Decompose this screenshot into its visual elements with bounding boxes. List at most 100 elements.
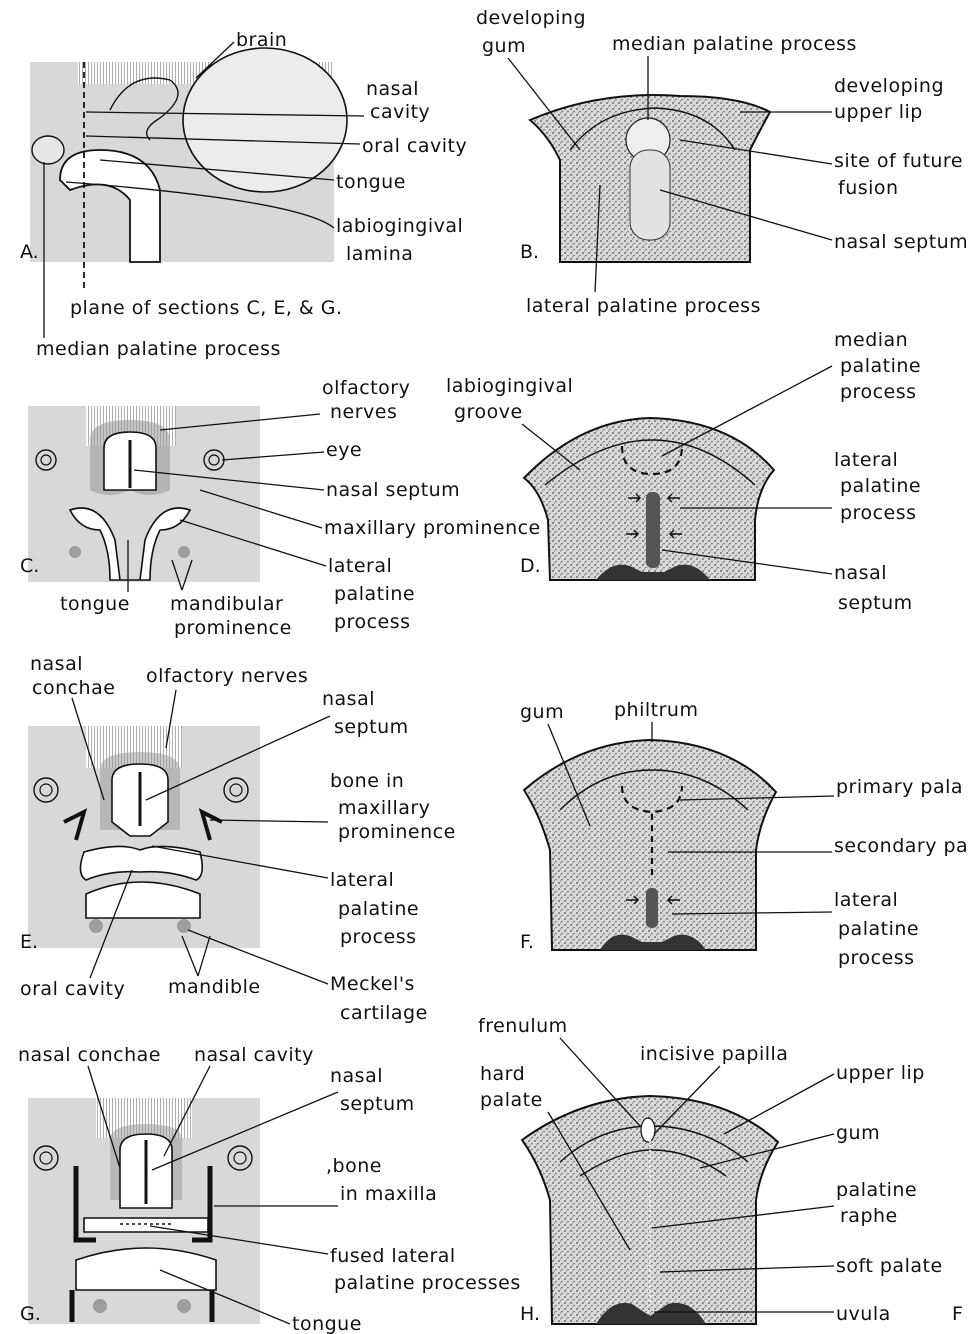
meckel-left [89, 919, 103, 933]
label-f-lateral-1: lateral [834, 889, 898, 911]
label-developing-gum-1: developing [476, 7, 586, 29]
oral-cavity-shape [76, 1248, 216, 1290]
label-d-lateral-2: palatine [840, 475, 921, 497]
label-primary: primary pala [836, 776, 963, 798]
label-b-median-palatine: median palatine process [612, 33, 857, 55]
label-e-olfactory: olfactory nerves [146, 665, 308, 687]
label-d-median-1: median [834, 329, 908, 351]
leader-median [662, 366, 832, 456]
label-labiogingival-1: labiogingival [336, 215, 463, 237]
label-mandibular-1: mandibular [170, 593, 283, 615]
panel-b: B. developing gum median palatine proces… [476, 7, 968, 317]
label-bone-1: bone in [330, 770, 404, 792]
label-fused-2: palatine processes [334, 1272, 521, 1294]
label-e-lateral-2: palatine [338, 898, 419, 920]
label-eye: eye [326, 439, 362, 461]
label-upper-lip-1: developing [834, 75, 944, 97]
label-tongue: tongue [336, 171, 406, 193]
label-nasal-cavity-2: cavity [370, 101, 430, 123]
label-upper-lip: upper lip [836, 1062, 925, 1084]
panel-e: E. nasal conchae olfactory nerves nasal … [20, 653, 456, 1024]
label-g-septum-2: septum [340, 1093, 415, 1115]
label-upper-lip-2: upper lip [834, 101, 923, 123]
label-maxillary: maxillary prominence [324, 517, 541, 539]
panel-letter: G. [20, 1303, 41, 1325]
label-e-oral-cavity: oral cavity [20, 978, 125, 1000]
label-frenulum: frenulum [478, 1015, 568, 1037]
panel-letter: B. [520, 241, 539, 263]
label-e-lateral-3: process [340, 926, 417, 948]
label-f-gum: gum [520, 701, 564, 723]
label-hard-1: hard [480, 1063, 525, 1085]
panel-letter: H. [520, 1303, 540, 1325]
panel-g: G. nasal conchae nasal cavity nasal sept… [18, 1044, 521, 1334]
label-hard-2: palate [480, 1089, 543, 1111]
panel-letter: E. [20, 931, 38, 953]
label-d-lateral-3: process [840, 502, 917, 524]
label-d-median-2: palatine [840, 355, 921, 377]
label-developing-gum-2: gum [482, 35, 526, 57]
edge-fragment: F [952, 1303, 963, 1325]
label-e-conchae-2: conchae [32, 677, 115, 699]
septum-shape [630, 150, 670, 240]
label-soft-palate: soft palate [836, 1255, 943, 1277]
label-mandible: mandible [168, 976, 261, 998]
label-c-lateral-1: lateral [328, 555, 392, 577]
label-future-fusion-2: fusion [838, 177, 899, 199]
incisive-papilla-shape [641, 1118, 655, 1142]
label-secondary: secondary pa [834, 835, 968, 857]
label-c-lateral-3: process [334, 611, 411, 633]
label-labiogingival-1: labiogingival [446, 375, 573, 397]
label-c-nasal-septum: nasal septum [326, 479, 460, 501]
label-e-lateral-1: lateral [330, 869, 394, 891]
leader-developing-gum [508, 58, 580, 150]
label-oral-cavity: oral cavity [362, 135, 467, 157]
label-e-conchae-1: nasal [30, 653, 83, 675]
label-labiogingival-2: lamina [346, 243, 413, 265]
median-palatine-bump [32, 136, 64, 164]
label-median-palatine: median palatine process [36, 338, 281, 360]
label-fused-1: fused lateral [330, 1245, 456, 1267]
label-b-nasal-septum: nasal septum [834, 231, 968, 253]
panel-h: H. frenulum incisive papilla hard palate… [478, 1015, 943, 1325]
label-raphe-2: raphe [840, 1205, 898, 1227]
label-meckel-1: Meckel's [330, 973, 415, 995]
label-e-septum-1: nasal [322, 688, 375, 710]
label-c-tongue: tongue [60, 593, 130, 615]
panel-a: A. brain nasal cavity oral cavity tongue… [20, 29, 467, 360]
label-d-median-3: process [840, 381, 917, 403]
label-b-lateral-palatine: lateral palatine process [526, 295, 761, 317]
panel-letter: A. [20, 241, 39, 263]
panel-d: D. labiogingival groove median palatine … [446, 329, 921, 614]
cartilage-dot-right [178, 546, 190, 558]
panel-letter: C. [20, 555, 39, 577]
label-brain: brain [236, 29, 287, 51]
label-h-gum: gum [836, 1122, 880, 1144]
panel-letter: F. [520, 931, 534, 953]
label-meckel-2: cartilage [340, 1002, 428, 1024]
label-e-septum-2: septum [334, 716, 409, 738]
meckel-right [177, 1299, 191, 1313]
label-incisive: incisive papilla [640, 1043, 788, 1065]
panel-f: F. gum philtrum primary pala secondary p… [520, 699, 968, 969]
label-d-nasal-2: septum [838, 592, 913, 614]
oral-cavity-shape [86, 882, 200, 918]
label-uvula: uvula [836, 1303, 891, 1325]
fused-palate [84, 1218, 208, 1232]
cartilage-dot-left [69, 546, 81, 558]
leader-upper-lip [724, 1074, 834, 1134]
label-plane: plane of sections C, E, & G. [70, 297, 343, 319]
label-philtrum: philtrum [614, 699, 698, 721]
label-g-tongue: tongue [292, 1313, 362, 1334]
label-future-fusion-1: site of future [834, 150, 963, 172]
label-f-lateral-2: palatine [838, 918, 919, 940]
label-g-septum-1: nasal [330, 1065, 383, 1087]
label-f-lateral-3: process [838, 947, 915, 969]
label-olfactory-2: nerves [330, 401, 397, 423]
label-bone-3: prominence [338, 821, 456, 843]
label-d-lateral-1: lateral [834, 449, 898, 471]
label-c-lateral-2: palatine [334, 583, 415, 605]
septum-shape [646, 492, 660, 568]
label-g-conchae: nasal conchae [18, 1044, 161, 1066]
